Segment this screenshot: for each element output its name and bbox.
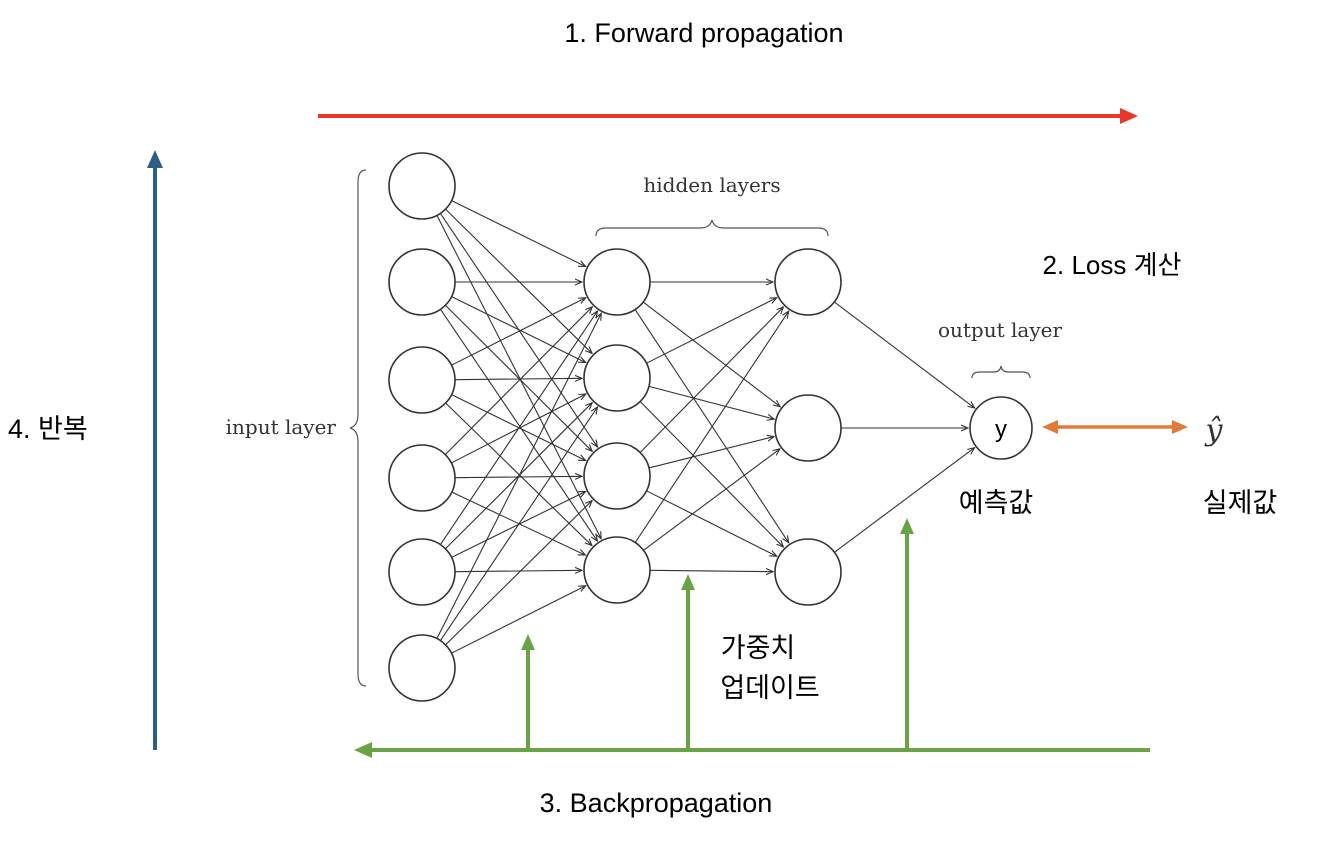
connection-input-6-to-hidden-1-2 — [439, 407, 597, 641]
neuron-hidden-2-2 — [774, 394, 842, 462]
connection-input-2-to-hidden-1-4 — [440, 309, 598, 541]
connection-input-3-to-hidden-1-1 — [451, 298, 585, 366]
forward-propagation-label: 1. Forward propagation — [564, 18, 843, 48]
hidden-layers-label: hidden layers — [643, 173, 780, 197]
connection-hidden-1-4-to-hidden-2-1 — [634, 311, 788, 543]
connection-hidden-2-3-to-output-1 — [834, 448, 974, 553]
backpropagation-label: 3. Backpropagation — [540, 788, 773, 818]
neuron-output-1 — [969, 396, 1033, 460]
network-neurons — [388, 152, 1033, 702]
connection-input-5-to-hidden-1-1 — [439, 311, 597, 545]
neuron-input-5 — [388, 538, 456, 606]
connection-input-1-to-hidden-1-2 — [445, 208, 593, 353]
output-layer-label: output layer — [938, 318, 1062, 342]
backprop-arrow — [354, 742, 1150, 758]
neuron-hidden-1-3 — [583, 442, 651, 510]
neuron-hidden-2-3 — [774, 538, 842, 606]
connection-hidden-2-1-to-output-1 — [833, 301, 974, 408]
weight-update-arrow-3 — [900, 518, 914, 750]
connection-hidden-1-4-to-hidden-2-3 — [649, 570, 773, 571]
repeat-arrow — [147, 150, 163, 750]
connection-hidden-1-3-to-hidden-2-3 — [646, 490, 776, 556]
output-node-label: y — [995, 416, 1007, 443]
connection-input-3-to-hidden-1-2 — [454, 378, 582, 379]
connection-input-5-to-hidden-1-4 — [454, 570, 582, 571]
forward-arrow — [318, 108, 1138, 124]
connection-input-1-to-hidden-1-1 — [451, 200, 586, 267]
loss-label: 2. Loss 계산 — [1043, 250, 1182, 280]
neuron-input-1 — [388, 152, 456, 220]
connection-hidden-1-3-to-hidden-2-1 — [639, 307, 783, 453]
actual-value-symbol: ŷ — [1204, 413, 1224, 448]
neuron-hidden-1-2 — [583, 344, 651, 412]
neuron-hidden-1-4 — [583, 536, 651, 604]
weight-update-arrow-2 — [681, 574, 695, 750]
output-layer-brace — [971, 365, 1031, 379]
weight-update-arrow-1 — [521, 634, 535, 750]
connection-input-6-to-hidden-1-1 — [436, 313, 601, 639]
weight-update-label-line2: 업데이트 — [720, 673, 819, 703]
neuron-input-6 — [388, 634, 456, 702]
connection-input-6-to-hidden-1-3 — [445, 501, 593, 646]
connection-hidden-1-3-to-hidden-2-2 — [648, 437, 774, 469]
connection-input-4-to-hidden-1-1 — [444, 307, 592, 455]
connection-hidden-1-2-to-hidden-2-1 — [646, 298, 776, 364]
connection-input-3-to-hidden-1-4 — [445, 402, 592, 546]
actual-value-label: 실제값 — [1203, 488, 1278, 518]
connection-input-2-to-hidden-1-2 — [451, 296, 586, 363]
connection-input-1-to-hidden-1-4 — [436, 215, 601, 538]
neuron-input-4 — [388, 444, 456, 512]
connection-hidden-1-2-to-hidden-2-2 — [648, 385, 774, 419]
input-layer-label: input layer — [226, 415, 337, 439]
hidden-layers-brace — [595, 219, 829, 237]
weight-update-label-line1: 가중치 — [721, 633, 796, 663]
repeat-label: 4. 반복 — [8, 414, 88, 444]
connection-hidden-1-4-to-hidden-2-2 — [643, 449, 779, 551]
neuron-hidden-1-1 — [583, 248, 651, 316]
connection-hidden-1-1-to-hidden-2-2 — [642, 301, 780, 407]
network-connections — [436, 200, 975, 654]
predicted-value-label: 예측값 — [959, 488, 1034, 518]
neuron-input-2 — [388, 248, 456, 316]
neuron-input-3 — [388, 346, 456, 414]
neuron-hidden-2-1 — [774, 248, 842, 316]
connection-input-6-to-hidden-1-4 — [451, 586, 585, 654]
connection-hidden-1-2-to-hidden-2-3 — [639, 401, 783, 548]
loss-arrow — [1042, 420, 1188, 434]
input-layer-brace — [349, 169, 367, 687]
